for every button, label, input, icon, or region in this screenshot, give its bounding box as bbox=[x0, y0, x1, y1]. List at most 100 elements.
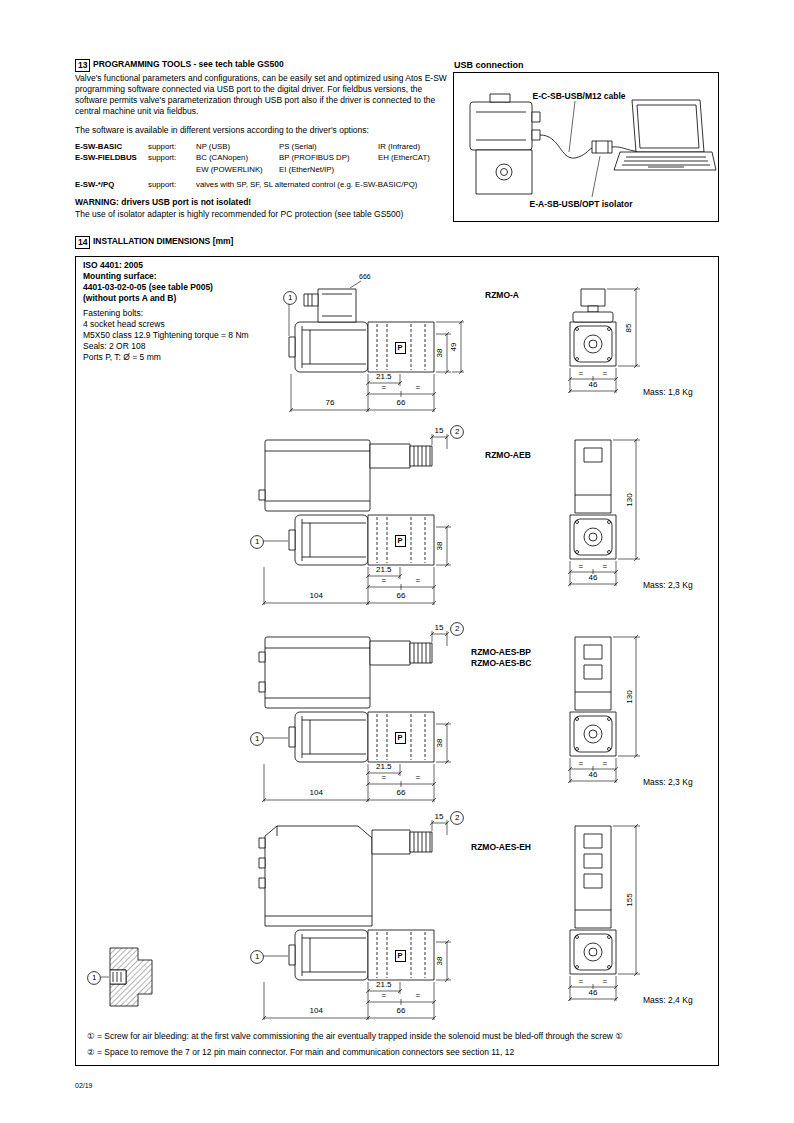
dimension-value: = bbox=[381, 384, 388, 392]
usb-illustration bbox=[470, 94, 716, 197]
callout-circle bbox=[451, 426, 464, 439]
node-label: 14 bbox=[78, 238, 87, 247]
body-text: The software is available in different v… bbox=[75, 126, 369, 136]
valve-drawing bbox=[259, 434, 640, 605]
node-text: M5X50 class 12.9 Tightening torque = 8 N… bbox=[83, 331, 249, 340]
mass-value: Mass: 1,8 Kg bbox=[643, 388, 693, 398]
dimension-value: = bbox=[578, 760, 585, 768]
node-text: 4 socket head screws bbox=[83, 320, 165, 329]
dimension-value: 104 bbox=[309, 789, 324, 797]
dimension-value: = bbox=[602, 563, 609, 571]
note-text: The use of isolator adapter is highly re… bbox=[75, 210, 403, 220]
dimension-value: 46 bbox=[588, 771, 599, 779]
callout-circle bbox=[251, 733, 264, 746]
dimension-value: = bbox=[381, 774, 388, 782]
callout-circle bbox=[451, 812, 464, 825]
dimension-value: = bbox=[602, 978, 609, 986]
table-cell: PS (Serial) bbox=[279, 143, 317, 152]
valve-drawing bbox=[289, 281, 640, 412]
table-cell: support: bbox=[148, 143, 176, 152]
node-label: 2 bbox=[455, 625, 459, 634]
body-text: Valve's functional parameters and config… bbox=[75, 73, 447, 117]
model-name: RZMO-AES-EH bbox=[471, 843, 531, 853]
valve-drawing bbox=[259, 820, 640, 1020]
dimension-value: 49 bbox=[450, 342, 458, 353]
valve-drawing bbox=[259, 631, 640, 802]
dimension-value: 38 bbox=[436, 348, 444, 359]
callout-number: 1 bbox=[250, 950, 264, 964]
warning-text: WARNING: drivers USB port is not isolate… bbox=[75, 198, 251, 208]
dimension-value: 21.5 bbox=[375, 373, 393, 381]
dimension-value: = bbox=[415, 384, 422, 392]
port-marker: P bbox=[395, 342, 406, 354]
dimension-value: = bbox=[578, 370, 585, 378]
dimension-value: 38 bbox=[436, 738, 444, 749]
dimension-value: 130 bbox=[625, 689, 633, 704]
dimension-value: = bbox=[381, 577, 388, 585]
dimension-value: 66 bbox=[396, 789, 407, 797]
dimension-value: 130 bbox=[625, 492, 633, 507]
screw-detail bbox=[101, 948, 152, 1006]
node-label: 2 bbox=[455, 428, 459, 437]
node-text: ISO 4401: 2005 bbox=[83, 261, 143, 270]
port-marker: P bbox=[395, 950, 406, 962]
node-text: Mounting surface: bbox=[83, 272, 157, 281]
node-text: Seals: 2 OR 108 bbox=[83, 342, 145, 351]
table-cell: support: bbox=[148, 154, 176, 163]
table-cell: IR (Infrared) bbox=[378, 143, 420, 152]
model-name: RZMO-AES-BP bbox=[471, 648, 531, 658]
dimension-value: 85 bbox=[625, 322, 633, 333]
callout-circle bbox=[251, 536, 264, 549]
model-name: RZMO-AEB bbox=[485, 451, 531, 461]
table-cell: E-SW-*/PQ bbox=[75, 181, 114, 190]
dimension-value: = bbox=[578, 563, 585, 571]
node-label: 2 bbox=[455, 814, 459, 823]
callout-number: 2 bbox=[450, 425, 464, 439]
callout-circle bbox=[251, 951, 264, 964]
illustration-box: USB connectionE-C-SB-USB/M12 cableE-A-SB… bbox=[453, 72, 719, 222]
dimension-value: 46 bbox=[588, 574, 599, 582]
node-text: (without ports A and B) bbox=[83, 294, 176, 303]
dimension-value: 104 bbox=[309, 1007, 324, 1015]
callout-circle bbox=[284, 292, 297, 305]
dimension-value: 21.5 bbox=[375, 981, 393, 989]
callout-circle bbox=[451, 623, 464, 636]
table-cell: support: bbox=[148, 181, 176, 190]
node-text: 4401-03-02-0-05 (see table P005) bbox=[83, 283, 213, 292]
node-label: 1 bbox=[92, 974, 96, 983]
port-marker: P bbox=[395, 535, 406, 547]
table-cell: E-SW-FIELDBUS bbox=[75, 154, 137, 163]
node-label: P bbox=[398, 537, 403, 545]
part-number: 666 bbox=[358, 273, 372, 280]
table-cell: EI (EtherNet/IP) bbox=[279, 166, 334, 175]
table-cell: BC (CANopen) bbox=[196, 154, 248, 163]
dimension-value: 15 bbox=[434, 813, 445, 821]
mass-value: Mass: 2,3 Kg bbox=[643, 581, 693, 591]
node-label: P bbox=[398, 952, 403, 960]
page-date: 02/19 bbox=[75, 1082, 93, 1090]
node-label: 13 bbox=[78, 61, 87, 70]
node-label: 1 bbox=[288, 294, 292, 303]
callout-number: 2 bbox=[450, 622, 464, 636]
dimension-value: 155 bbox=[625, 892, 633, 907]
dimension-value: 46 bbox=[588, 989, 599, 997]
section-number: 14 bbox=[75, 236, 90, 249]
table-cell: E-SW-BASIC bbox=[75, 143, 122, 152]
mass-value: Mass: 2,3 Kg bbox=[643, 778, 693, 788]
dimension-value: 21.5 bbox=[375, 763, 393, 771]
node-text: E-A-SB-USB/OPT isolator bbox=[530, 200, 633, 209]
node-label: P bbox=[398, 734, 403, 742]
section-heading: PROGRAMMING TOOLS - see tech table GS500 bbox=[93, 60, 284, 70]
table-cell: EH (EtherCAT) bbox=[378, 154, 430, 163]
dimension-value: 38 bbox=[436, 541, 444, 552]
port-marker: P bbox=[395, 732, 406, 744]
node-label: P bbox=[398, 344, 403, 352]
mass-value: Mass: 2,4 Kg bbox=[643, 996, 693, 1006]
footnote: ② = Space to remove the 7 or 12 pin main… bbox=[87, 1048, 514, 1058]
dimension-value: 66 bbox=[396, 399, 407, 407]
section-number: 13 bbox=[75, 59, 90, 72]
dimension-value: 66 bbox=[396, 1007, 407, 1015]
node-label: 1 bbox=[255, 735, 259, 744]
dimension-value: = bbox=[415, 774, 422, 782]
table-cell: EW (POWERLINK) bbox=[196, 166, 263, 175]
